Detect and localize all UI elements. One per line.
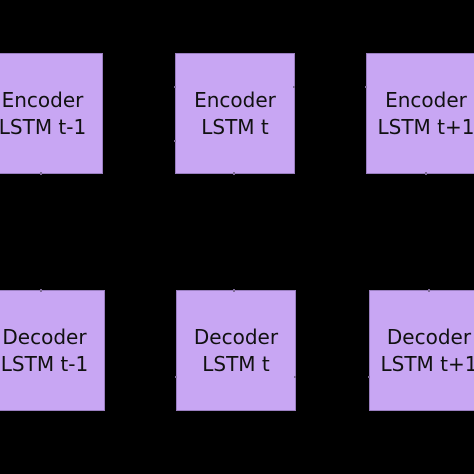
encoder-connector-tick	[425, 172, 427, 175]
decoder-lstm-t-subtitle: LSTM t	[202, 351, 270, 376]
decoder-lstm-t-box: Decoder LSTM t	[176, 290, 296, 411]
decoder-connector-tick	[233, 289, 235, 292]
encoder-connector-tick	[233, 172, 235, 175]
encoder-lstm-t-minus-1-subtitle: LSTM t-1	[0, 114, 87, 139]
encoder-lstm-t-subtitle: LSTM t	[201, 114, 269, 139]
decoder-lstm-t-minus-1-box: Decoder LSTM t-1	[0, 290, 105, 411]
encoder-connector-tick	[293, 86, 295, 88]
decoder-connector-tick	[368, 376, 370, 378]
encoder-lstm-t-plus-1-title: Encoder	[385, 87, 467, 112]
decoder-connector-tick	[175, 376, 177, 378]
encoder-connector-tick	[365, 86, 367, 88]
encoder-lstm-t-plus-1-box: Encoder LSTM t+1	[366, 53, 474, 174]
encoder-lstm-t-box: Encoder LSTM t	[175, 53, 295, 174]
encoder-connector-tick	[40, 172, 42, 175]
decoder-connector-tick	[294, 376, 296, 378]
encoder-lstm-t-minus-1-title: Encoder	[1, 87, 84, 112]
encoder-lstm-t-plus-1-subtitle: LSTM t+1	[377, 114, 474, 139]
encoder-connector-tick	[174, 140, 176, 142]
decoder-connector-tick	[428, 289, 430, 292]
decoder-lstm-t-plus-1-box: Decoder LSTM t+1	[369, 290, 474, 411]
decoder-connector-tick	[40, 289, 42, 292]
decoder-lstm-t-plus-1-title: Decoder	[386, 324, 472, 349]
decoder-lstm-t-title: Decoder	[193, 324, 279, 349]
encoder-lstm-t-title: Encoder	[194, 87, 276, 112]
decoder-lstm-t-minus-1-subtitle: LSTM t-1	[0, 351, 89, 376]
decoder-lstm-t-minus-1-title: Decoder	[2, 324, 87, 349]
decoder-lstm-t-plus-1-subtitle: LSTM t+1	[380, 351, 474, 376]
encoder-connector-tick	[174, 86, 176, 88]
encoder-lstm-t-minus-1-box: Encoder LSTM t-1	[0, 53, 103, 174]
